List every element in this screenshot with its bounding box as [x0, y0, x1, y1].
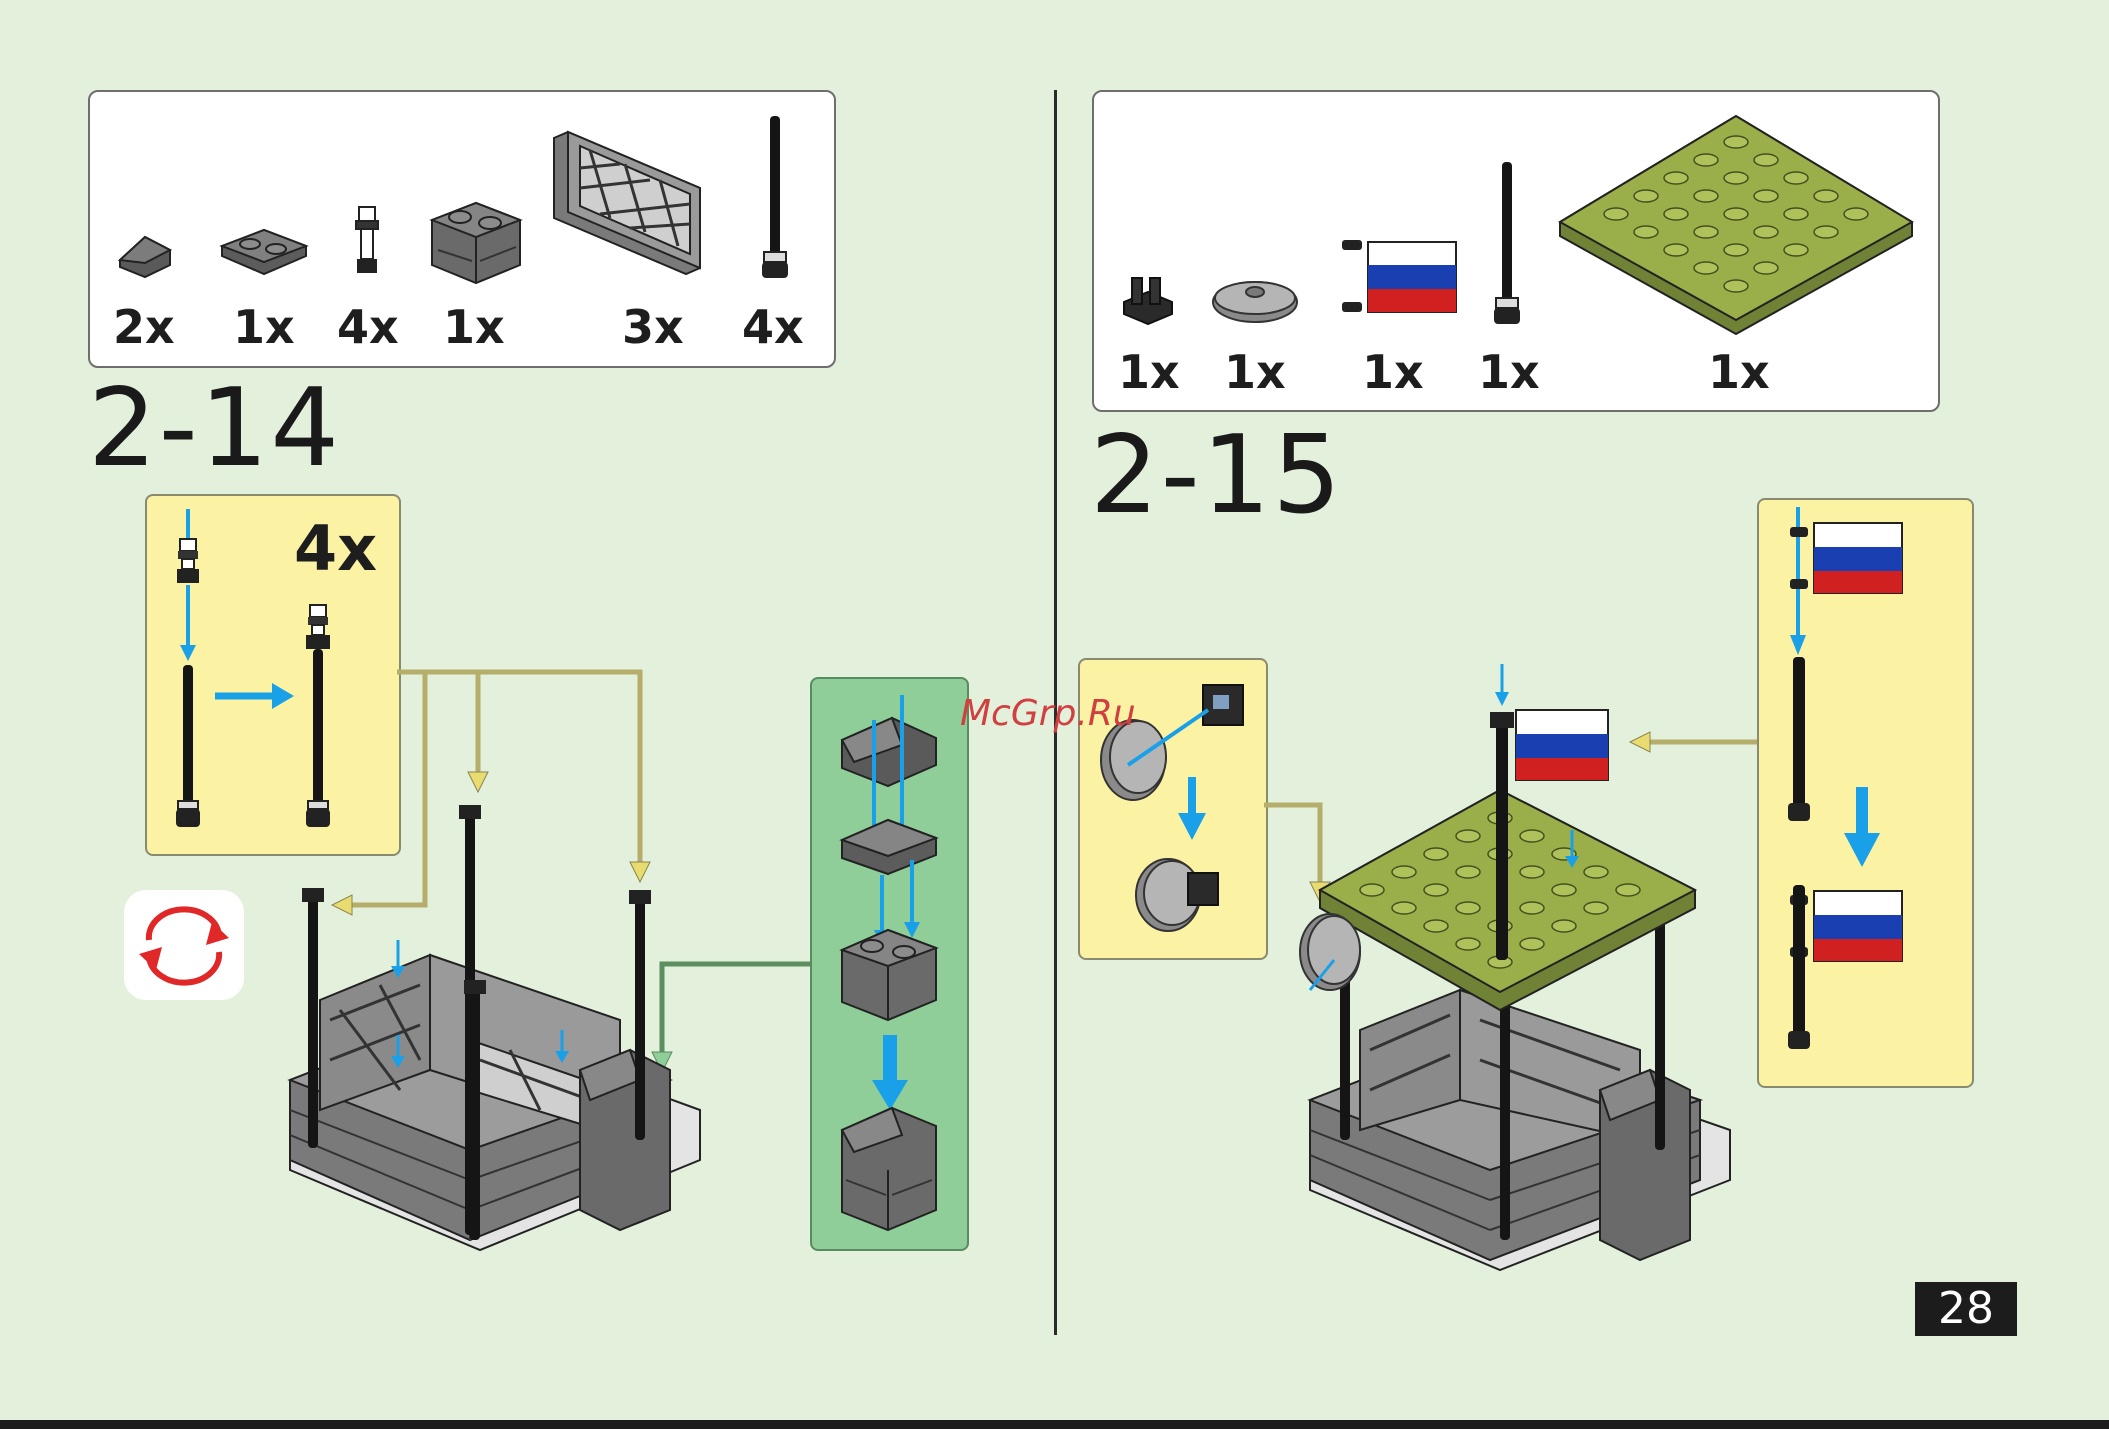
page-number: 28	[1915, 1282, 2017, 1336]
watermark: McGrp.Ru	[960, 693, 1136, 734]
bottom-bar	[0, 1420, 2109, 1429]
pavilion-roof-illustration-right	[1300, 660, 1740, 1300]
